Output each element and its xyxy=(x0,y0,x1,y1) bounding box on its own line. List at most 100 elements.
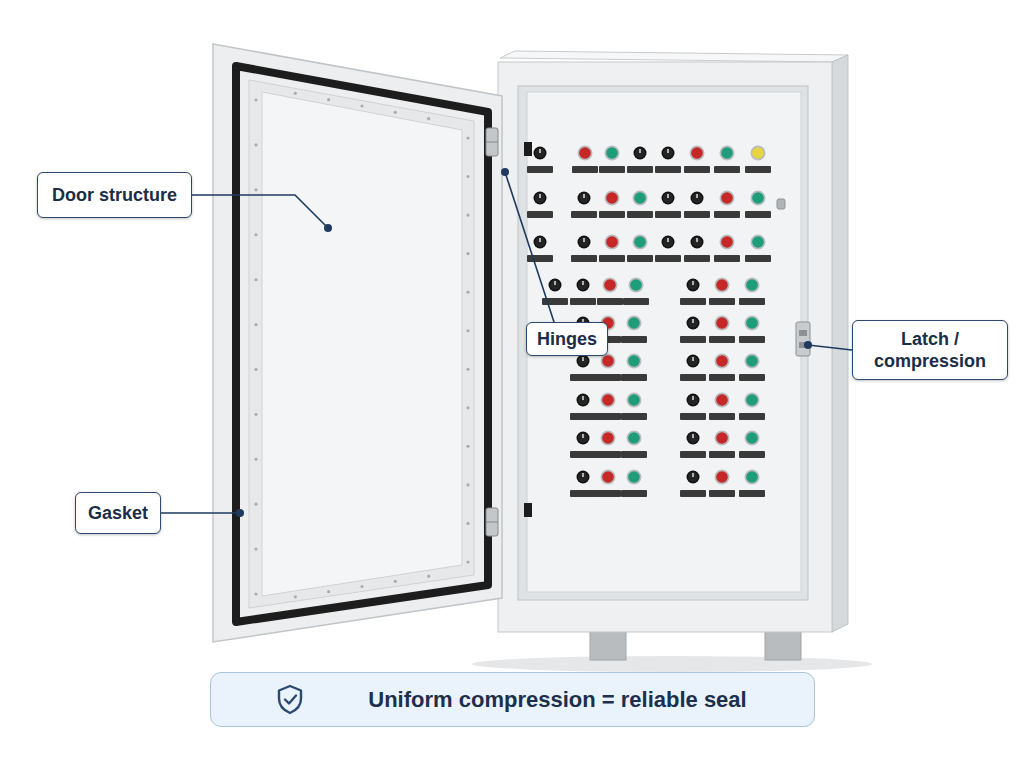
legend-plate xyxy=(621,336,647,343)
selector-pointer xyxy=(692,473,694,477)
shield-check-icon xyxy=(275,684,305,716)
legend-plate xyxy=(709,374,735,381)
legend-plate xyxy=(684,255,710,262)
legend-plate xyxy=(623,298,649,305)
panel-device xyxy=(597,278,623,306)
device-face xyxy=(716,355,728,367)
callout-label: Door structure xyxy=(52,184,177,206)
legend-plate xyxy=(599,255,625,262)
device-face xyxy=(692,237,702,247)
callout-label: Latch / compression xyxy=(863,328,997,372)
legend-plate xyxy=(709,413,735,420)
panel-device xyxy=(572,146,598,174)
device-bezel xyxy=(691,236,704,249)
shield-outline xyxy=(279,686,301,713)
device-face xyxy=(688,356,698,366)
door-bolt xyxy=(294,92,297,95)
selector-pointer xyxy=(539,238,541,242)
panel-device xyxy=(745,235,771,263)
cabinet-foot xyxy=(590,628,626,660)
device-bezel xyxy=(577,432,590,445)
legend-plate xyxy=(655,255,681,262)
door-bolt xyxy=(254,503,257,506)
device-face xyxy=(716,432,728,444)
device-bezel xyxy=(605,146,620,161)
legend-plate xyxy=(627,211,653,218)
device-face xyxy=(630,279,642,291)
legend-plate xyxy=(745,166,771,173)
device-bezel xyxy=(751,191,766,206)
device-bezel xyxy=(691,192,704,205)
device-face xyxy=(746,394,758,406)
panel-device xyxy=(527,147,553,174)
device-bezel xyxy=(745,316,760,331)
device-bezel xyxy=(715,316,730,331)
device-bezel xyxy=(745,393,760,408)
panel-device xyxy=(621,316,647,344)
device-bezel xyxy=(578,192,591,205)
panel-device xyxy=(739,431,765,459)
legend-plate xyxy=(655,166,681,173)
device-bezel xyxy=(627,393,642,408)
panel-device xyxy=(655,236,681,263)
device-face xyxy=(634,192,646,204)
door-bolt xyxy=(254,413,257,416)
device-face xyxy=(716,471,728,483)
panel-device xyxy=(655,147,681,174)
legend-plate xyxy=(680,413,706,420)
selector-pointer xyxy=(582,434,584,438)
door-bolt xyxy=(360,585,363,588)
panel-device xyxy=(599,235,625,263)
panel-device xyxy=(714,146,740,174)
device-bezel xyxy=(751,146,766,161)
selector-pointer xyxy=(696,194,698,198)
selector-pointer xyxy=(692,319,694,323)
device-face xyxy=(535,193,545,203)
panel-device xyxy=(621,393,647,421)
legend-plate xyxy=(572,166,598,173)
device-bezel xyxy=(720,191,735,206)
panel-device xyxy=(570,432,596,459)
legend-plate xyxy=(571,211,597,218)
selector-pointer xyxy=(539,149,541,153)
legend-plate xyxy=(739,413,765,420)
panel-device xyxy=(739,316,765,344)
door-bolt xyxy=(254,323,257,326)
panel-device xyxy=(680,394,706,421)
panel-device xyxy=(745,146,771,174)
legend-plate xyxy=(680,451,706,458)
door-leaf xyxy=(213,44,502,642)
panel-device xyxy=(684,192,710,219)
legend-plate xyxy=(745,211,771,218)
device-bezel xyxy=(534,236,547,249)
legend-plate xyxy=(739,451,765,458)
selector-pointer xyxy=(667,149,669,153)
button-grid xyxy=(527,146,771,498)
door-bolt xyxy=(466,175,469,178)
panel-device xyxy=(680,355,706,382)
device-face xyxy=(716,279,728,291)
legend-plate xyxy=(739,336,765,343)
device-bezel xyxy=(633,235,648,250)
device-bezel xyxy=(577,394,590,407)
legend-plate xyxy=(527,166,553,173)
door-bolt xyxy=(294,595,297,598)
device-face xyxy=(691,147,703,159)
device-bezel xyxy=(627,470,642,485)
door-bolt xyxy=(466,560,469,563)
panel-device xyxy=(680,279,706,306)
device-face xyxy=(602,394,614,406)
panel-device xyxy=(570,471,596,498)
panel-device xyxy=(542,279,568,306)
device-face xyxy=(606,147,618,159)
check-mark xyxy=(285,696,296,704)
legend-plate xyxy=(595,451,621,458)
device-bezel xyxy=(662,236,675,249)
legend-plate xyxy=(570,298,596,305)
selector-pointer xyxy=(692,396,694,400)
panel-device xyxy=(571,192,597,219)
selector-pointer xyxy=(554,281,556,285)
door-bolt xyxy=(327,590,330,593)
